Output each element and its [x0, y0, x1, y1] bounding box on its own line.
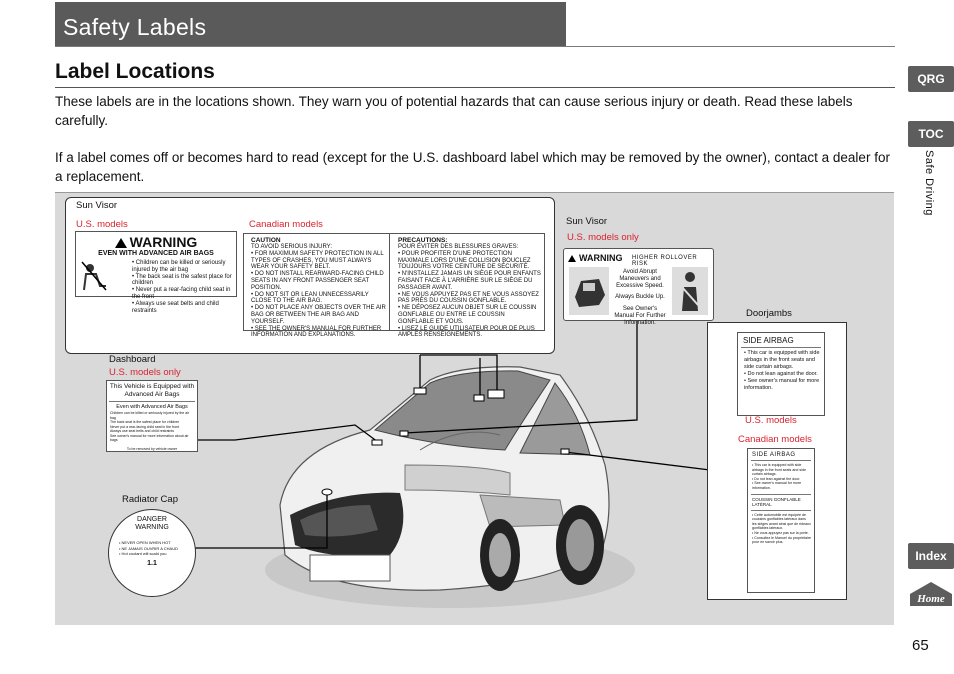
sun-visor-right-title: Sun Visor	[566, 216, 608, 227]
dashboard-footer: To be removed by vehicle owner	[126, 446, 178, 451]
home-icon: Home	[910, 582, 952, 606]
header-bar	[55, 2, 566, 46]
ca-side-airbag-line: Do not lean against the door.	[752, 477, 811, 482]
us-models-label: U.S. models	[76, 219, 128, 230]
dashboard-heading: This Vehicle is Equipped with Advanced A…	[109, 383, 195, 398]
dashboard-sub: Even with Advanced Air Bags	[116, 404, 188, 410]
toc-tab[interactable]: TOC	[908, 121, 954, 147]
intro-paragraph-2: If a label comes off or becomes hard to …	[55, 150, 890, 184]
us-warning-line: Never put a rear-facing child seat in th…	[132, 287, 234, 301]
section-title: Label Locations	[55, 60, 215, 83]
warning-triangle-icon	[568, 255, 576, 263]
dashboard-line: The back seat is the safest place for ch…	[110, 420, 180, 424]
radiator-cap-label: DANGER WARNING NEVER OPEN WHEN HOT NE JA…	[108, 509, 196, 597]
radiator-cap-title: Radiator Cap	[122, 494, 178, 505]
dashboard-title: Dashboard	[109, 354, 156, 365]
us-side-airbag-line: This car is equipped with side airbags i…	[744, 350, 820, 371]
rollover-line: Avoid Abrupt Maneuvers and Excessive Spe…	[616, 269, 664, 289]
caution-line: DO NOT SIT OR LEAN UNNECESSARILY CLOSE T…	[251, 292, 387, 306]
caution-line: DO NOT PLACE ANY OBJECTS OVER THE AIR BA…	[251, 305, 387, 325]
caution-line: SEE THE OWNER'S MANUAL FOR FURTHER INFOR…	[251, 326, 387, 340]
doorjambs-canadian-models-label: Canadian models	[738, 434, 812, 445]
canadian-models-label: Canadian models	[249, 219, 323, 230]
precautions-line: POUR PROFITER D'UNE PROTECTION MAXIMALE …	[398, 251, 541, 271]
precautions-line: LISEZ LE GUIDE UTILISATEUR POUR DE PLUS …	[398, 326, 541, 340]
intro-paragraph-1: These labels are in the locations shown.…	[55, 94, 853, 128]
us-side-airbag-line: Do not lean against the door.	[744, 371, 820, 378]
warning-triangle-icon	[114, 238, 127, 249]
dashboard-line: Always use seat belts and child restrain…	[110, 429, 175, 433]
rollover-car-icon	[569, 267, 609, 315]
caution-line: TO AVOID SERIOUS INJURY:	[251, 244, 333, 250]
ca-side-airbag-line: See owner's manual for more information.	[752, 481, 811, 490]
doorjambs-us-models-label: U.S. models	[745, 415, 797, 426]
precautions-title: PRECAUTIONS:	[398, 237, 448, 244]
canadian-caution-label: CAUTION TO AVOID SERIOUS INJURY: FOR MAX…	[243, 233, 545, 338]
radiator-danger: DANGER	[137, 516, 167, 523]
rollover-line: See Owner's Manual For Further Informati…	[614, 306, 666, 326]
caution-line: DO NOT INSTALL REARWARD-FACING CHILD SEA…	[251, 271, 387, 291]
ca-side-airbag-heading-fr: COUSSIN GONFLABLE LATÉRAL	[752, 496, 801, 508]
dashboard-airbag-label: This Vehicle is Equipped with Advanced A…	[106, 380, 198, 452]
page-number: 65	[912, 637, 929, 654]
index-tab[interactable]: Index	[908, 543, 954, 569]
us-warning-line: Always use seat belts and child restrain…	[132, 301, 234, 315]
child-seat-icon	[80, 260, 108, 292]
home-label: Home	[916, 593, 945, 605]
canadian-side-airbag-label: SIDE AIRBAG This car is equipped with si…	[747, 448, 815, 593]
warning-heading: WARNING	[76, 234, 236, 250]
sun-visor-left-title: Sun Visor	[76, 200, 118, 211]
ca-side-airbag-line-fr: Consultez le Manuel du propriétaire pour…	[752, 536, 811, 545]
us-side-airbag-label: SIDE AIRBAG This car is equipped with si…	[737, 332, 825, 416]
caution-english: CAUTION TO AVOID SERIOUS INJURY: FOR MAX…	[244, 234, 390, 338]
us-models-only-label: U.S. models only	[567, 232, 639, 243]
page-title: Safety Labels	[63, 14, 207, 40]
dashboard-line: See owner's manual for more information …	[110, 433, 189, 443]
doorjambs-title: Doorjambs	[746, 308, 792, 319]
car-illustration	[265, 366, 635, 608]
section-divider	[55, 87, 895, 88]
precautions-line: NE VOUS APPUYEZ PAS ET NE VOUS ASSOYEZ P…	[398, 292, 541, 306]
caution-line: FOR MAXIMUM SAFETY PROTECTION IN ALL TYP…	[251, 251, 387, 271]
rollover-warning-sub: HIGHER ROLLOVER RISK	[632, 255, 698, 267]
radiator-line: Hot coolant will scald you	[119, 551, 187, 557]
seat-belt-icon	[672, 267, 708, 315]
precautions-line: POUR ÉVITER DES BLESSURES GRAVES:	[398, 244, 519, 250]
us-side-airbag-heading: SIDE AIRBAG	[743, 336, 794, 345]
us-side-airbag-line: See owner's manual for more information.	[744, 378, 820, 392]
radiator-warning: WARNING	[135, 524, 169, 531]
ca-side-airbag-line: This car is equipped with side airbags i…	[752, 463, 811, 477]
ca-side-airbag-line-fr: Ne vous appuyez pas sur la porte.	[752, 531, 811, 536]
header-divider	[55, 46, 895, 47]
us-warning-line: The back seat is the safest place for ch…	[132, 274, 234, 288]
precautions-french: PRECAUTIONS: POUR ÉVITER DES BLESSURES G…	[390, 234, 543, 338]
home-tab[interactable]: Home	[908, 580, 954, 608]
us-airbag-warning-label: WARNING EVEN WITH ADVANCED AIR BAGS Chil…	[75, 231, 237, 314]
rollover-line: Always Buckle Up.	[615, 294, 665, 301]
rollover-warning-heading: WARNING	[568, 253, 623, 263]
radiator-code: 1.1	[147, 559, 157, 567]
dashboard-line: Never put a rear-facing child seat in th…	[110, 424, 180, 429]
radiator-line: NE JAMAIS OUVRIR A CHAUD	[119, 546, 187, 552]
radiator-line: NEVER OPEN WHEN HOT	[119, 540, 187, 546]
dashboard-line: Children can be killed or seriously inju…	[110, 411, 190, 420]
dashboard-us-only-label: U.S. models only	[109, 367, 181, 378]
ca-side-airbag-heading: SIDE AIRBAG	[752, 452, 796, 458]
rollover-warning-label: WARNING HIGHER ROLLOVER RISK Avoid Abrup…	[563, 248, 714, 326]
precautions-line: NE DÉPOSEZ AUCUN OBJET SUR LE COUSSIN GO…	[398, 305, 541, 325]
warning-subheading: EVEN WITH ADVANCED AIR BAGS	[98, 250, 214, 257]
caution-title: CAUTION	[251, 237, 281, 244]
qrg-tab[interactable]: QRG	[908, 66, 954, 92]
ca-side-airbag-line-fr: Cette automobile est équipée de coussins…	[752, 513, 811, 531]
us-warning-line: Children can be killed or seriously inju…	[132, 260, 234, 274]
precautions-line: N'INSTALLEZ JAMAIS UN SIÈGE POUR ENFANTS…	[398, 271, 541, 291]
